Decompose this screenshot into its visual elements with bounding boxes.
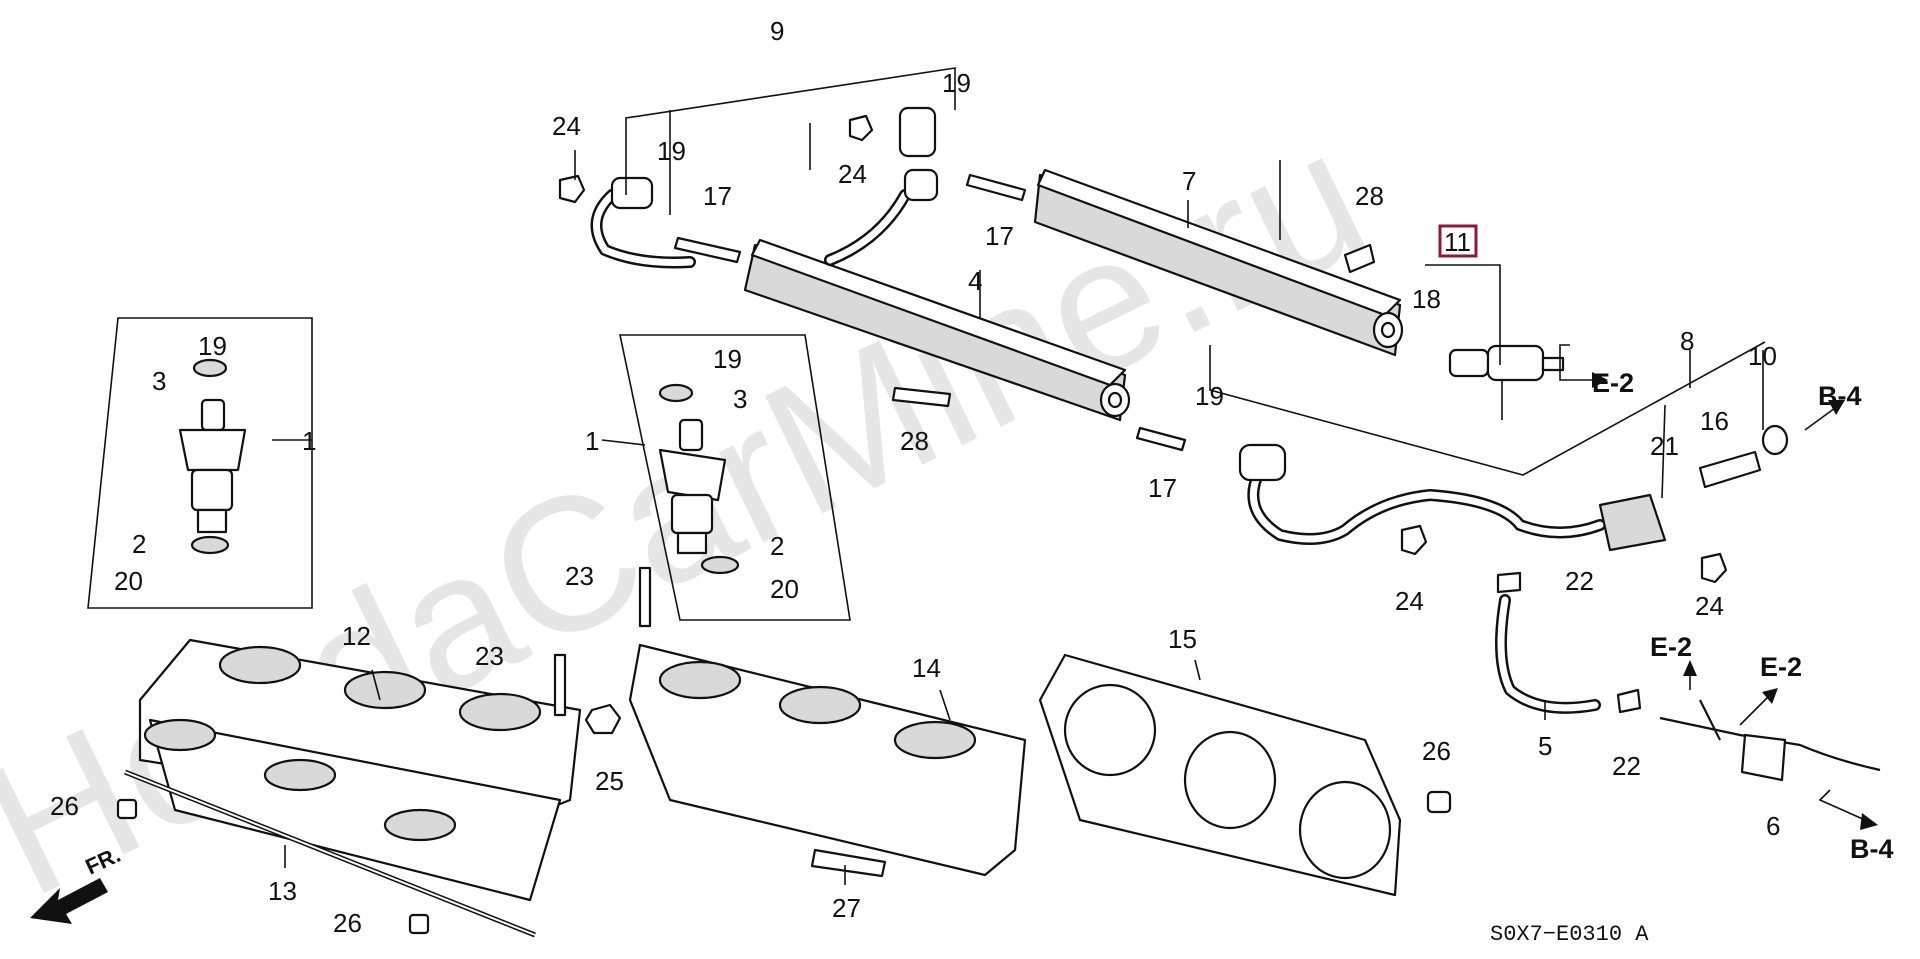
callout-18[interactable]: 18 [1412,284,1441,314]
callout-16[interactable]: 16 [1700,406,1729,436]
callout-23-b[interactable]: 23 [475,641,504,671]
callout-26-bottom[interactable]: 26 [333,908,362,938]
callout-17-a[interactable]: 17 [703,181,732,211]
callout-19-e[interactable]: 19 [1195,381,1224,411]
cap-26-left[interactable] [116,798,138,820]
callout-10[interactable]: 10 [1748,341,1777,371]
callouts: 9 19 24 19 24 17 17 7 28 11 4 18 E-2 8 1… [50,16,1894,938]
gasket-13[interactable] [124,769,536,938]
bolt-24-a[interactable] [558,174,586,204]
callout-12[interactable]: 12 [342,621,371,651]
cap-26-bottom[interactable] [408,913,430,935]
callout-1-right[interactable]: 1 [585,426,599,456]
callout-3-left[interactable]: 3 [152,366,166,396]
leader-lines [272,67,1766,885]
return-pipe-8[interactable] [1238,443,1667,552]
stud-23-right[interactable] [638,566,652,628]
stud-23-left[interactable] [553,653,567,717]
injector-group-frame-left [87,317,313,609]
injector-1-right[interactable] [658,383,740,575]
callout-27[interactable]: 27 [832,893,861,923]
callout-21[interactable]: 21 [1650,431,1679,461]
bolt-24-c[interactable] [1400,524,1428,556]
diagram-code: S0X7−E0310 A [1490,922,1649,947]
callout-19-d[interactable]: 19 [713,344,742,374]
callout-28-right[interactable]: 28 [1355,181,1384,211]
injector-1-left[interactable] [178,358,247,555]
callout-22-bottom[interactable]: 22 [1612,751,1641,781]
callout-13[interactable]: 13 [268,876,297,906]
bolt-27[interactable] [810,848,887,878]
callout-17-c[interactable]: 17 [1148,473,1177,503]
callout-1-left[interactable]: 1 [302,426,316,456]
hose-5[interactable] [1495,594,1601,714]
callout-9[interactable]: 9 [770,16,784,46]
stud-17-c[interactable] [1135,426,1187,452]
callout-24-a[interactable]: 24 [552,111,581,141]
bolt-28-left[interactable] [891,386,952,408]
ref-e2-top[interactable]: E-2 [1592,368,1634,398]
gasket-15[interactable] [1038,653,1402,897]
callout-6[interactable]: 6 [1766,811,1780,841]
callout-24-d[interactable]: 24 [1695,591,1724,621]
callout-5[interactable]: 5 [1538,731,1552,761]
callout-19-top[interactable]: 19 [942,68,971,98]
callout-19-b[interactable]: 19 [657,136,686,166]
intake-manifold-14[interactable] [628,643,1027,877]
callout-2-left[interactable]: 2 [132,529,146,559]
washer-10[interactable] [1761,424,1789,456]
clip-22-b[interactable] [1616,688,1642,714]
stud-17-a[interactable] [673,236,742,264]
callout-26-right[interactable]: 26 [1422,736,1451,766]
callout-22-top[interactable]: 22 [1565,566,1594,596]
callout-25[interactable]: 25 [595,766,624,796]
nut-25[interactable] [584,703,622,735]
callout-3-right[interactable]: 3 [733,384,747,414]
injector-group-frame-right [619,334,851,621]
callout-20-right[interactable]: 20 [770,574,799,604]
fuel-rail-4[interactable] [743,238,1131,422]
ref-b4-bottom[interactable]: B-4 [1850,834,1894,864]
pressure-regulator-11[interactable] [1448,344,1565,420]
bolt-24-d[interactable] [1700,552,1728,584]
callout-23-a[interactable]: 23 [565,561,594,591]
union-bolt-16[interactable] [1698,450,1762,489]
callout-11-box[interactable]: 11 [1438,224,1478,258]
callout-15[interactable]: 15 [1168,624,1197,654]
ref-e2-right[interactable]: E-2 [1760,652,1802,682]
front-arrow-icon [30,878,108,924]
callout-14[interactable]: 14 [912,653,941,683]
callout-26-left[interactable]: 26 [50,791,79,821]
callout-17-b[interactable]: 17 [985,221,1014,251]
callout-19-c[interactable]: 19 [198,331,227,361]
callout-20-left[interactable]: 20 [114,566,143,596]
callout-24-b[interactable]: 24 [838,159,867,189]
clip-22-a[interactable] [1496,571,1522,594]
callout-4[interactable]: 4 [968,266,982,296]
bolt-28-right[interactable] [1343,243,1376,274]
stud-17-b[interactable] [965,173,1027,202]
cap-26-right[interactable] [1426,790,1452,814]
pipe-bracket-6[interactable] [1659,699,1881,782]
callout-2-right[interactable]: 2 [770,531,784,561]
intake-manifold-12[interactable] [138,638,582,902]
callout-24-c[interactable]: 24 [1395,586,1424,616]
ref-arrows [1559,344,1878,830]
callout-7[interactable]: 7 [1182,166,1196,196]
callout-11[interactable]: 11 [1444,227,1471,257]
callout-8[interactable]: 8 [1680,326,1694,356]
fuel-pipe-9[interactable] [590,106,939,269]
bolt-24-b[interactable] [848,114,874,142]
fuel-rail-7[interactable] [1033,168,1404,357]
ref-b4-top[interactable]: B-4 [1818,381,1862,411]
ref-e2-mid[interactable]: E-2 [1650,632,1692,662]
callout-28-left[interactable]: 28 [900,426,929,456]
